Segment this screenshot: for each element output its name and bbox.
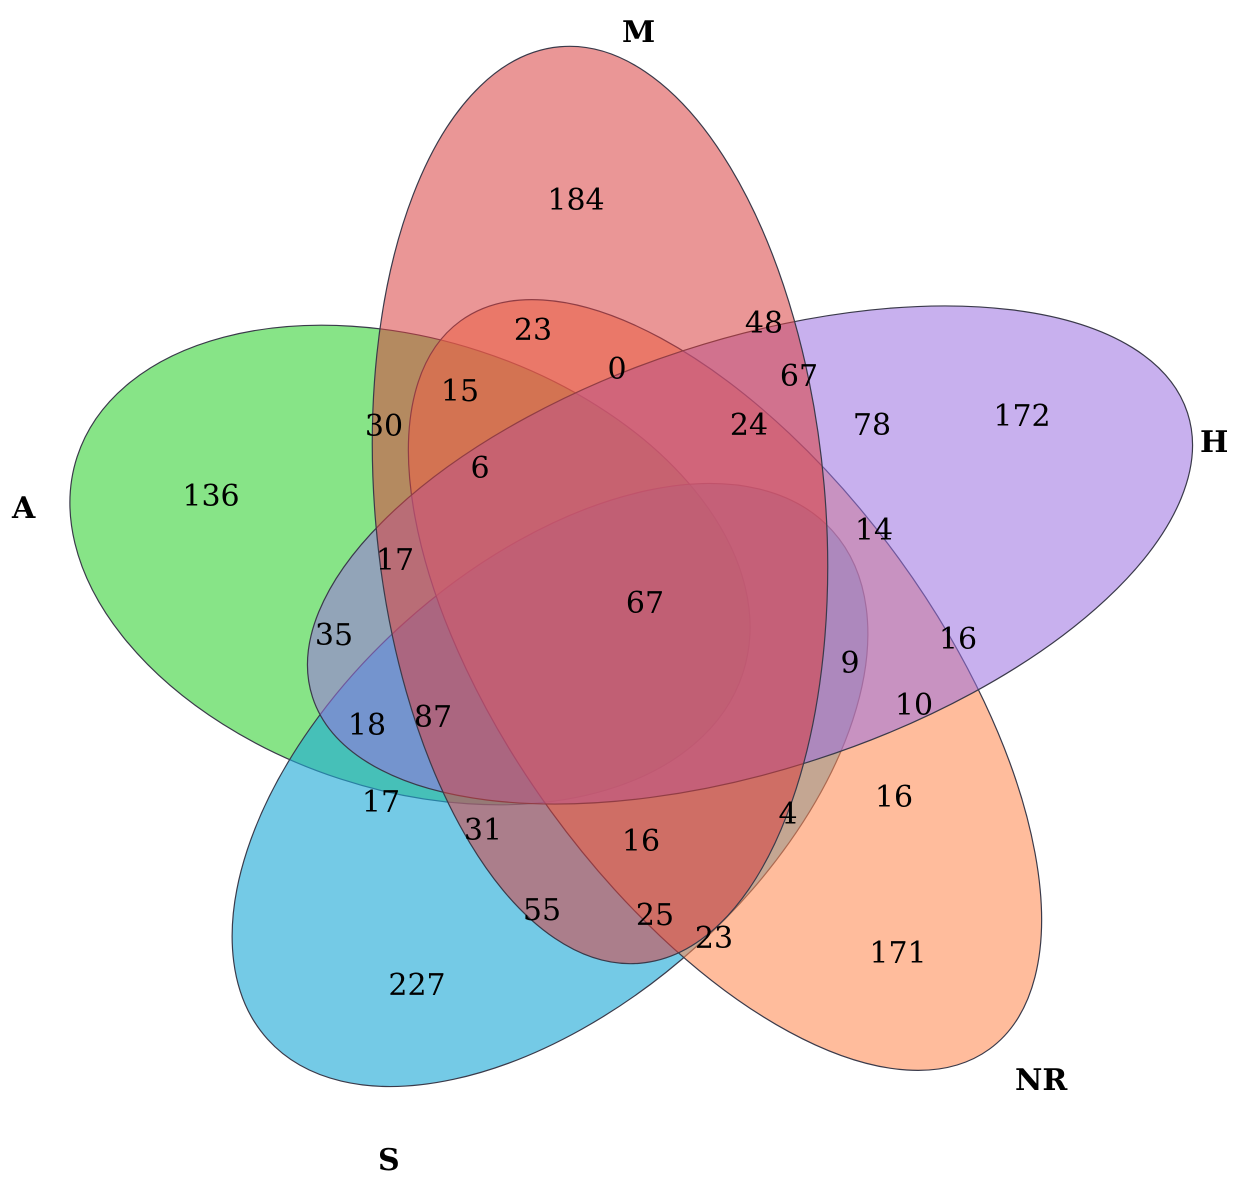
region-count: 4 bbox=[778, 797, 797, 832]
set-label-h: H bbox=[1200, 425, 1228, 460]
region-count: 25 bbox=[636, 898, 674, 933]
region-count: 16 bbox=[875, 780, 913, 815]
region-count: 17 bbox=[376, 543, 414, 578]
region-count: 136 bbox=[182, 479, 239, 514]
region-count: 87 bbox=[414, 700, 452, 735]
region-count: 227 bbox=[388, 968, 445, 1003]
region-count: 184 bbox=[547, 183, 604, 218]
set-m-ellipse bbox=[371, 45, 829, 965]
region-count: 35 bbox=[315, 618, 353, 653]
region-count: 67 bbox=[780, 359, 818, 394]
region-count: 24 bbox=[730, 408, 768, 443]
region-count: 10 bbox=[895, 688, 933, 723]
region-count: 0 bbox=[607, 352, 626, 387]
region-count: 23 bbox=[514, 313, 552, 348]
region-count: 23 bbox=[695, 921, 733, 956]
region-count: 9 bbox=[840, 646, 859, 681]
region-count: 30 bbox=[365, 409, 403, 444]
region-count: 78 bbox=[853, 408, 891, 443]
region-count: 16 bbox=[622, 824, 660, 859]
region-count: 16 bbox=[939, 622, 977, 657]
region-count: 55 bbox=[523, 893, 561, 928]
region-count: 172 bbox=[993, 399, 1050, 434]
set-label-a: A bbox=[11, 491, 36, 526]
set-label-m: M bbox=[622, 15, 655, 50]
region-count: 18 bbox=[348, 708, 386, 743]
set-label-s: S bbox=[378, 1143, 400, 1178]
region-count: 171 bbox=[869, 936, 926, 971]
region-count: 14 bbox=[855, 513, 893, 548]
region-count: 31 bbox=[464, 813, 502, 848]
region-count: 6 bbox=[470, 451, 489, 486]
region-count: 17 bbox=[362, 785, 400, 820]
set-label-nr: NR bbox=[1015, 1063, 1068, 1098]
region-count: 67 bbox=[626, 586, 664, 621]
region-count: 15 bbox=[441, 374, 479, 409]
region-count: 48 bbox=[745, 306, 783, 341]
